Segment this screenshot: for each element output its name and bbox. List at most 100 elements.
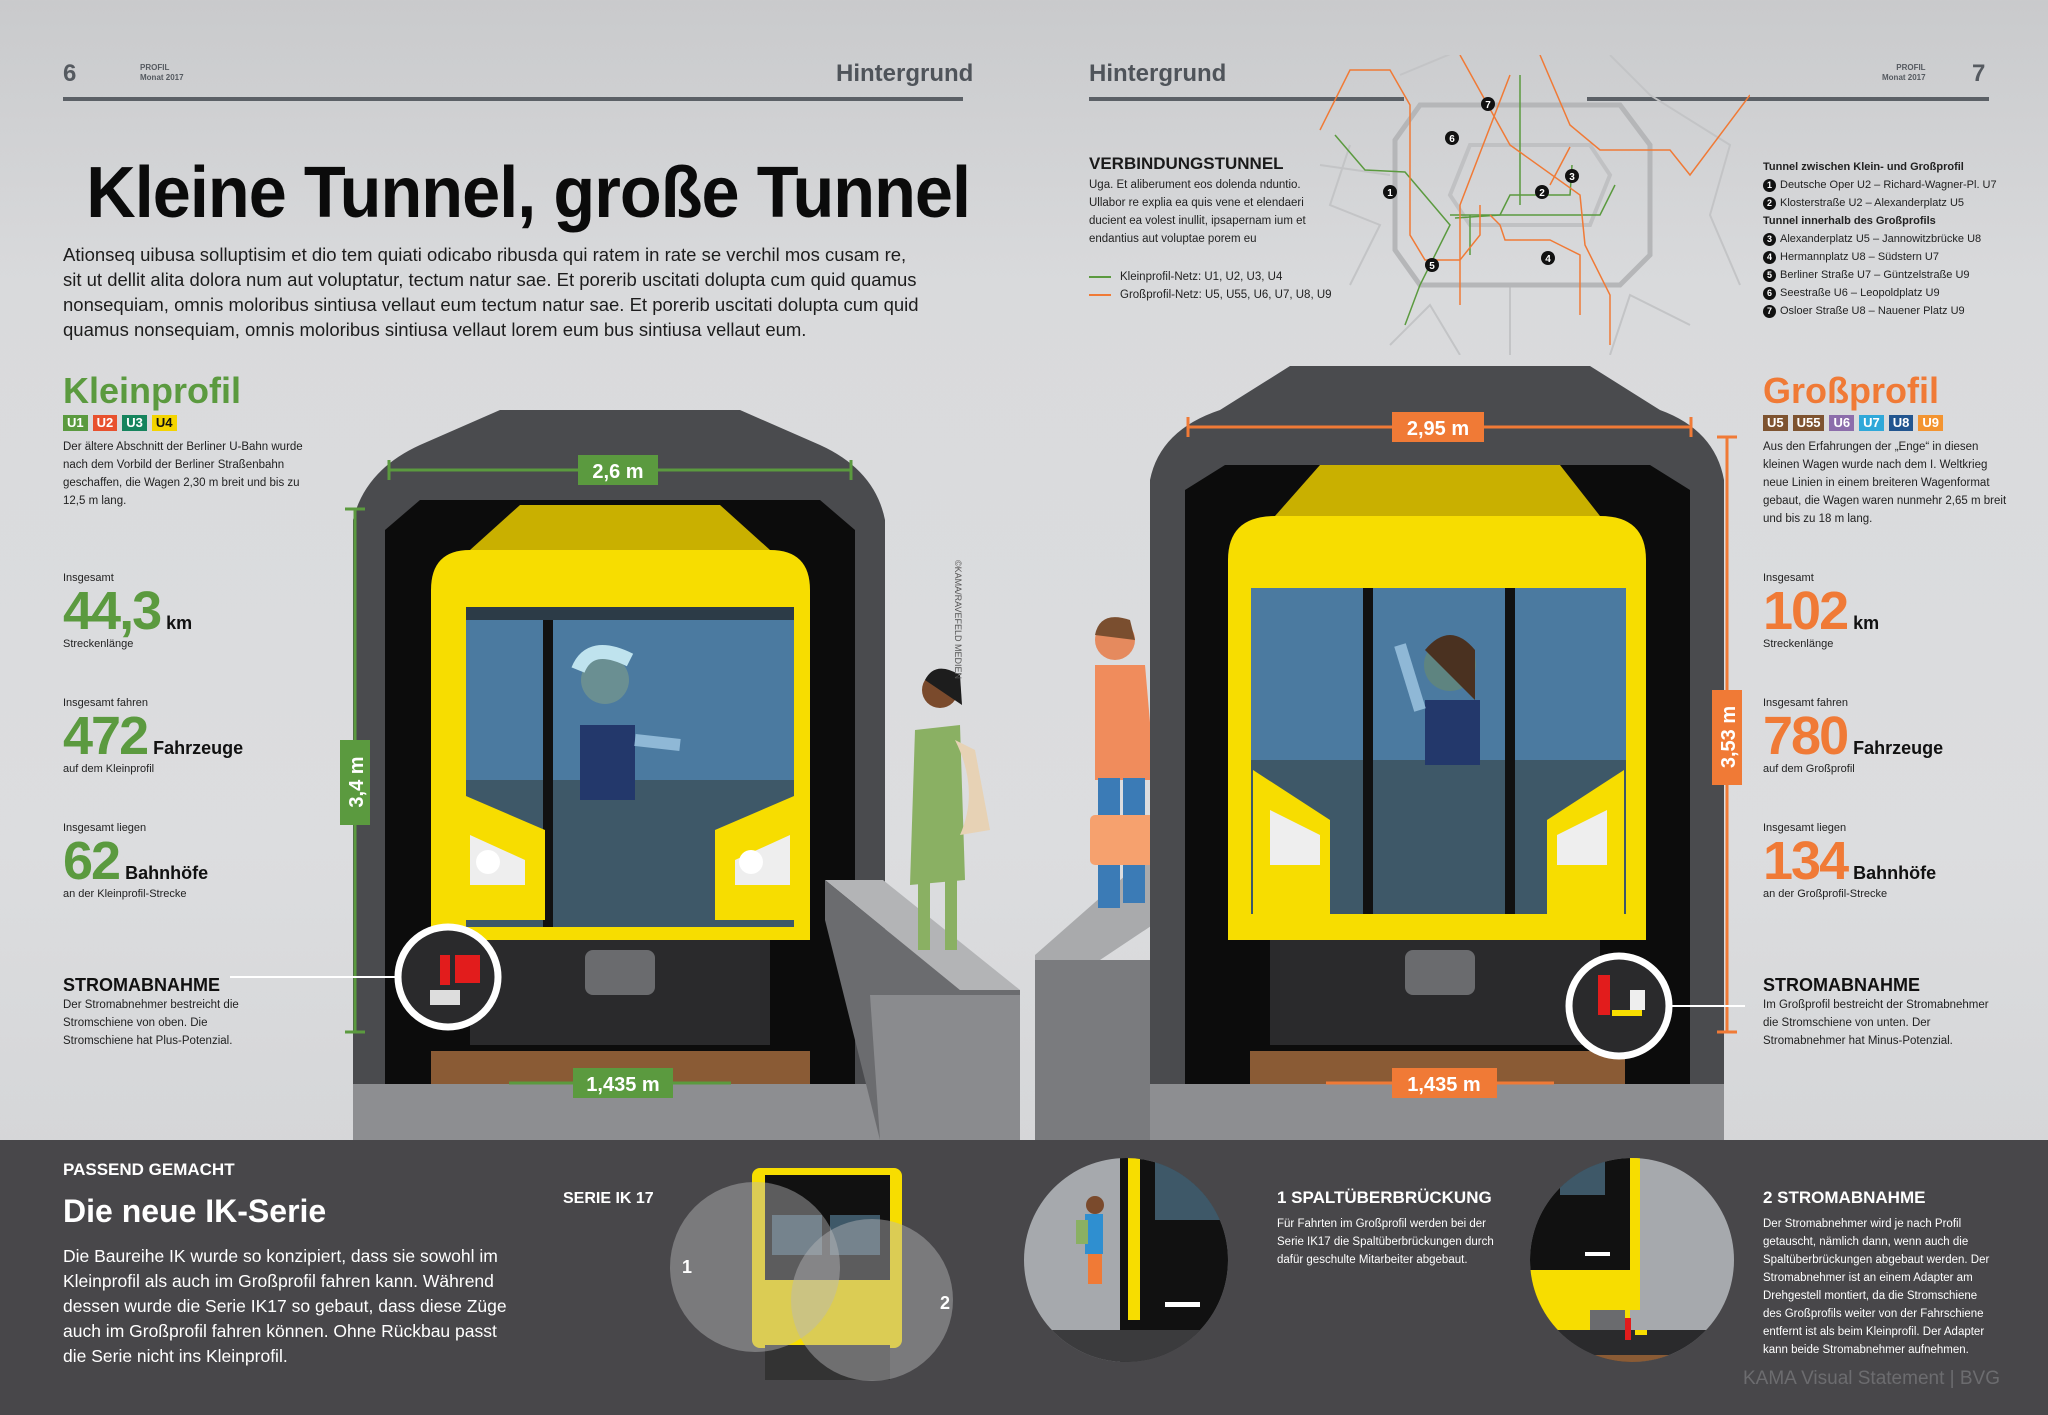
detail-circle-2 <box>1530 1158 1734 1362</box>
driver-figure <box>1394 635 1480 765</box>
stat-sub: auf dem Großprofil <box>1763 763 1855 775</box>
image-credit: ©KAMA/RAVEFELD MEDIEN <box>953 560 963 679</box>
legend-grossprofil: Großprofil-Netz: U5, U55, U6, U7, U8, U9 <box>1089 286 1339 304</box>
stat-sub: auf dem Kleinprofil <box>63 763 155 775</box>
magazine-name: PROFIL <box>1896 63 1926 72</box>
svg-text:7: 7 <box>1485 100 1491 111</box>
page-number-left: 6 <box>63 60 77 87</box>
marker-1: 1 <box>682 1257 692 1277</box>
map-legend: Kleinprofil-Netz: U1, U2, U3, U4 Großpro… <box>1089 268 1339 304</box>
klein-gauge-label: 1,435 m <box>586 1074 659 1096</box>
gross-width-label: 2,95 m <box>1407 418 1469 440</box>
stat-value: 472 <box>63 706 149 766</box>
klein-height-label: 3,4 m <box>346 756 368 807</box>
list-heading: Tunnel innerhalb des Großprofils <box>1763 215 1936 227</box>
kleinprofil-desc: Der ältere Abschnitt der Berliner U-Bahn… <box>63 441 303 507</box>
line-badge-u55: U55 <box>1792 415 1825 431</box>
ik-series-illustration: 1 2 <box>670 1158 1734 1381</box>
marker-2: 2 <box>940 1293 950 1313</box>
ring-line <box>1392 102 1653 288</box>
page-title: Kleine Tunnel, große Tunnel <box>86 153 971 233</box>
grossprofil-lines <box>1319 55 1750 345</box>
list-heading: Tunnel zwischen Klein- und Großprofil <box>1763 161 1964 173</box>
driver-figure <box>571 645 681 800</box>
woman-figure <box>910 668 990 950</box>
stat-label: Insgesamt <box>1763 572 1814 584</box>
intro-text: Ationseq uibusa solluptisim et dio tem q… <box>63 244 919 340</box>
grossprofil-desc: Aus den Erfahrungen der „Enge“ in diesen… <box>1763 441 2007 525</box>
stat-label: Insgesamt fahren <box>1763 697 1848 709</box>
klein-width-label: 2,6 m <box>592 461 643 483</box>
line-badge-u1: U1 <box>63 415 88 431</box>
bottom-title: Die neue IK-Serie <box>63 1193 327 1229</box>
line-badge-u2: U2 <box>92 415 118 431</box>
stat-unit: km <box>1853 613 1880 633</box>
section-label-left: Hintergrund <box>836 60 974 87</box>
map-markers: 1 2 3 4 5 6 7 <box>1383 97 1579 272</box>
kleinprofil-tunnel: 2,6 m 3,4 m 1,435 m <box>230 410 888 1140</box>
berlin-network-map: 1 2 3 4 5 6 7 <box>1319 55 1750 355</box>
stat-value: 44,3 <box>63 581 162 641</box>
line-badge-u6: U6 <box>1829 415 1855 431</box>
line-badge-u4: U4 <box>151 415 177 431</box>
stat-unit: Fahrzeuge <box>1853 738 1944 758</box>
legend-kleinprofil: Kleinprofil-Netz: U1, U2, U3, U4 <box>1089 268 1339 286</box>
legend-label: Kleinprofil-Netz: U1, U2, U3, U4 <box>1120 271 1283 283</box>
kleinprofil-lines <box>1334 75 1616 326</box>
svg-text:3: 3 <box>1569 172 1575 183</box>
stat-value: 780 <box>1763 706 1849 766</box>
step1-text: Für Fahrten im Großprofil werden bei der… <box>1277 1218 1494 1266</box>
stat-unit: km <box>166 613 193 633</box>
grossprofil-title: Großprofil <box>1763 370 1939 411</box>
stat-label: Insgesamt fahren <box>63 697 148 709</box>
kleinprofil-title: Kleinprofil <box>63 370 241 411</box>
stat-label: Insgesamt liegen <box>1763 822 1847 834</box>
step2-text: Der Stromabnehmer wird je nach Profil ge… <box>1763 1218 1990 1356</box>
strom-title: STROMABNAHME <box>63 975 220 995</box>
legend-label: Großprofil-Netz: U5, U55, U6, U7, U8, U9 <box>1120 289 1332 301</box>
highlight-circle-2 <box>791 1219 953 1381</box>
strom-text: Im Großprofil bestreicht der Stromabnehm… <box>1763 999 1989 1047</box>
magazine-name: PROFIL <box>140 63 170 72</box>
stat-value: 102 <box>1763 581 1849 641</box>
man-figure <box>1090 617 1155 908</box>
detail-circle-1 <box>1024 1158 1228 1362</box>
line-badge-u8: U8 <box>1888 415 1914 431</box>
ik17-train <box>752 1168 902 1380</box>
line-badge-u3: U3 <box>122 415 147 431</box>
highlight-circle-1 <box>670 1182 840 1352</box>
stat-unit: Bahnhöfe <box>125 863 209 883</box>
stat-sub: an der Großprofil-Strecke <box>1763 888 1888 900</box>
stat-sub: Streckenlänge <box>63 638 134 650</box>
stat-value: 62 <box>63 831 121 891</box>
header-divider-right-a <box>1089 97 1404 101</box>
header-divider-left <box>63 97 963 101</box>
stat-label: Insgesamt <box>63 572 114 584</box>
line-badge-u5: U5 <box>1763 415 1788 431</box>
section-label-right: Hintergrund <box>1089 60 1227 87</box>
svg-text:5: 5 <box>1429 261 1435 272</box>
stat-unit: Bahnhöfe <box>1853 863 1937 883</box>
bottom-text: Die Baureihe IK wurde so konzipiert, das… <box>63 1246 507 1366</box>
gross-height-label: 3,53 m <box>1718 706 1740 768</box>
stat-label: Insgesamt liegen <box>63 822 147 834</box>
svg-text:6: 6 <box>1449 134 1455 145</box>
stat-sub: Streckenlänge <box>1763 638 1834 650</box>
svg-text:2: 2 <box>1539 188 1545 199</box>
line-badge-u7: U7 <box>1859 415 1884 431</box>
